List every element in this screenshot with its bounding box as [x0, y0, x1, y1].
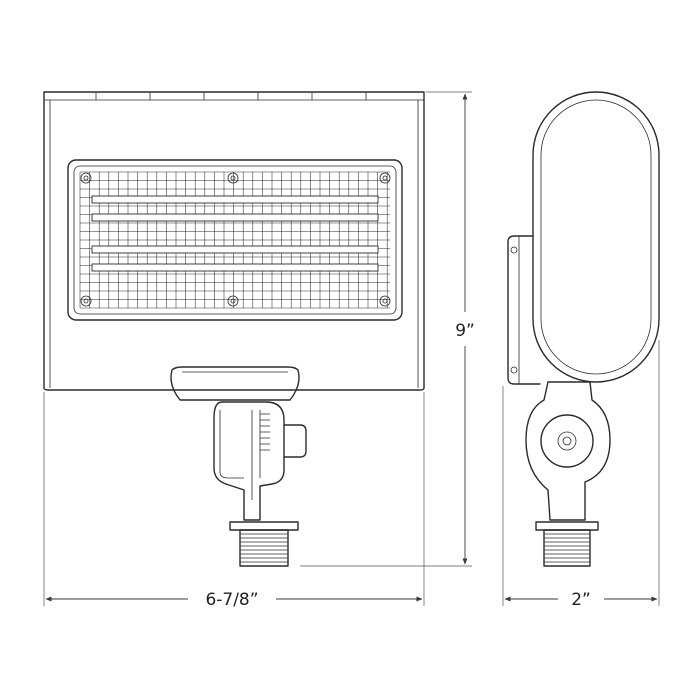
led-bar	[91, 245, 379, 254]
dimension-lines	[43, 91, 660, 606]
front-view	[43, 91, 425, 567]
lens-screws	[80, 172, 391, 307]
housing	[43, 91, 425, 391]
side-view	[507, 91, 660, 567]
mounting-bracket	[170, 366, 300, 401]
side-housing	[532, 91, 660, 383]
led-bar	[91, 195, 379, 204]
led-bar	[91, 213, 379, 222]
lens-grid	[79, 171, 390, 309]
side-threaded-nipple	[535, 521, 599, 567]
threaded-nipple	[229, 521, 299, 567]
lens-frame	[67, 159, 403, 321]
knuckle	[213, 401, 307, 521]
side-knuckle	[525, 381, 611, 521]
width-label: 6-7/8”	[205, 590, 258, 610]
side-back-plate	[507, 235, 541, 385]
led-bar	[91, 263, 379, 272]
depth-label: 2”	[571, 590, 591, 610]
height-label: 9”	[455, 321, 475, 341]
